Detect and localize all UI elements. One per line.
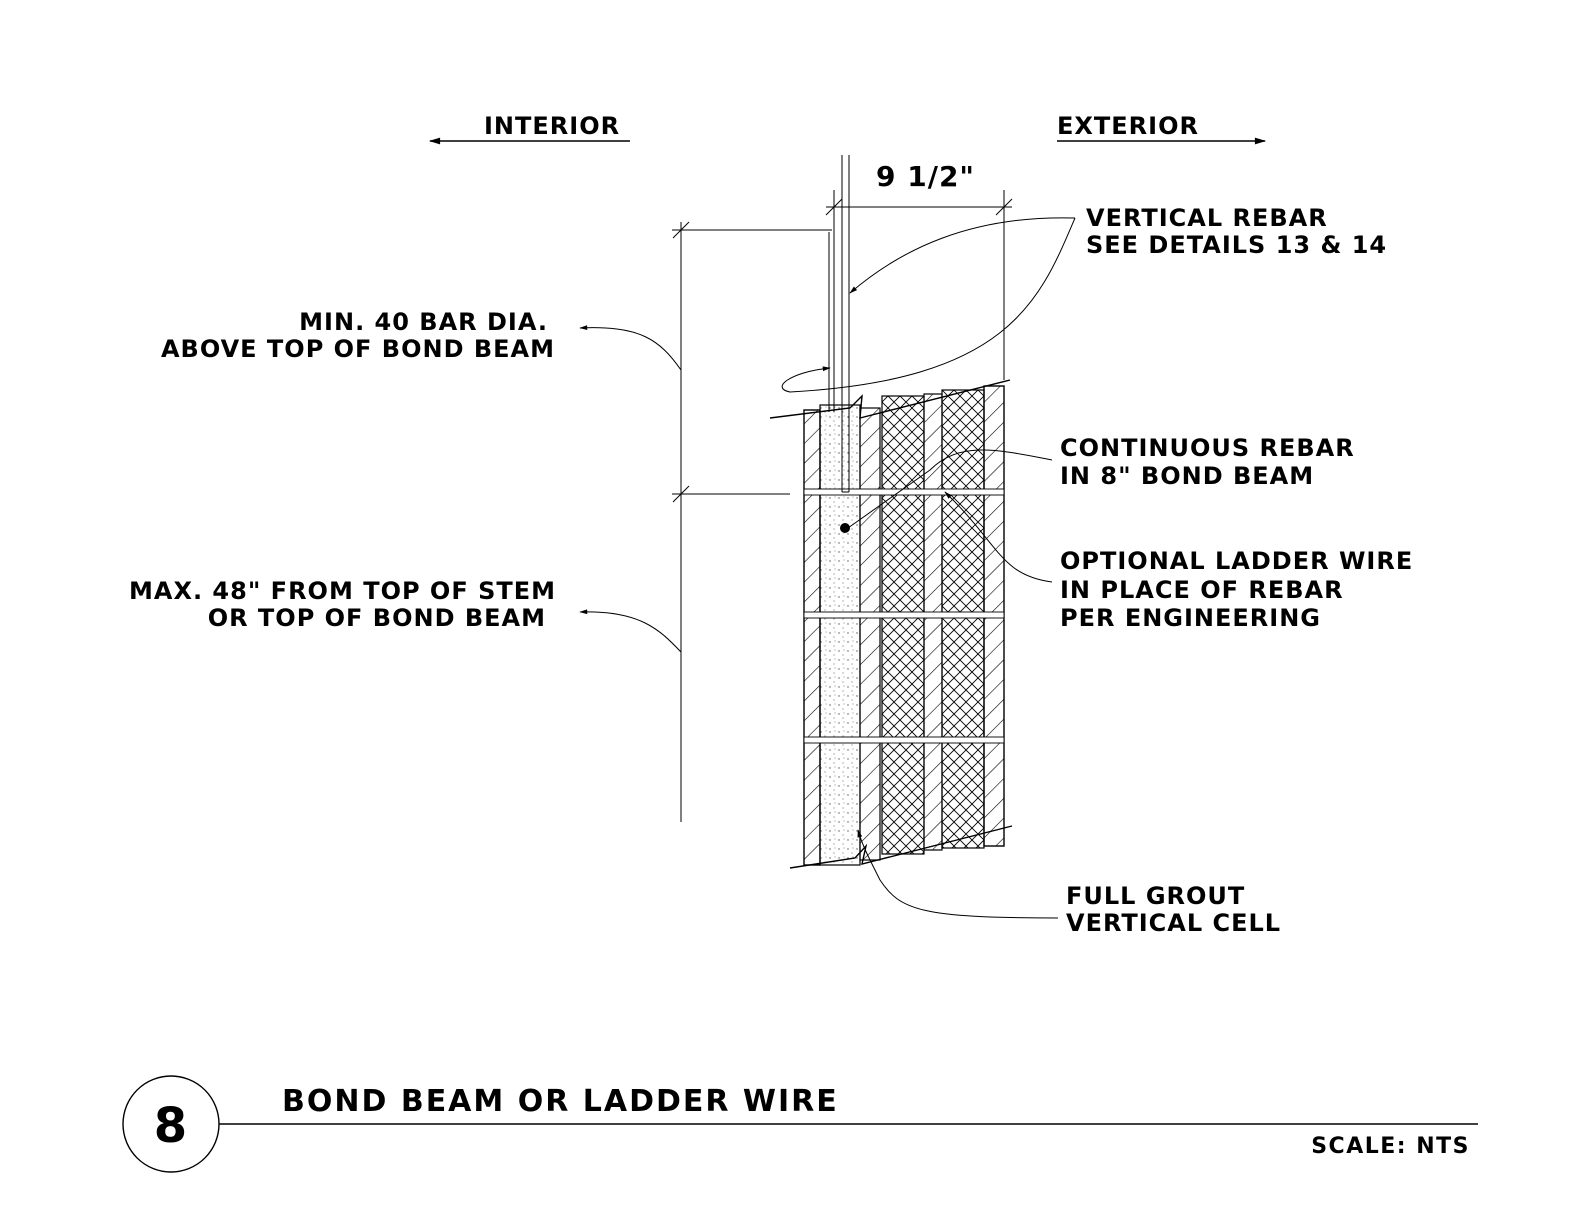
exterior-label: EXTERIOR <box>1057 112 1199 140</box>
grout-line-2: VERTICAL CELL <box>1066 909 1281 937</box>
note-continuous-rebar: CONTINUOUS REBAR IN 8" BOND BEAM <box>1060 434 1355 490</box>
max-line-2: OR TOP OF BOND BEAM <box>208 604 546 632</box>
ladder-line-1: OPTIONAL LADDER WIRE <box>1060 547 1413 575</box>
title-block: 8 BOND BEAM OR LADDER WIRE SCALE: NTS <box>122 1075 1478 1173</box>
vertical-rebar-line-1: VERTICAL REBAR <box>1086 204 1328 232</box>
wall-section <box>769 155 1013 869</box>
exterior-direction: EXTERIOR <box>1057 112 1267 145</box>
vertical-rebar-line-2: SEE DETAILS 13 & 14 <box>1086 231 1387 259</box>
grouted-cell <box>819 404 861 866</box>
interior-face-shell <box>803 409 821 866</box>
grout-line-1: FULL GROUT <box>1066 882 1245 910</box>
width-dimension-label: 9 1/2" <box>876 160 975 193</box>
detail-title: BOND BEAM OR LADDER WIRE <box>282 1084 839 1119</box>
note-max-height: MAX. 48" FROM TOP OF STEM OR TOP OF BOND… <box>129 577 556 632</box>
ladder-line-2: IN PLACE OF REBAR <box>1060 576 1344 604</box>
height-dimensions <box>672 221 832 822</box>
insulation-core-1 <box>881 395 925 855</box>
top-break-line <box>769 379 1011 419</box>
note-min-bar: MIN. 40 BAR DIA. ABOVE TOP OF BOND BEAM <box>161 308 555 363</box>
inner-web-shell <box>859 407 881 861</box>
max-line-1: MAX. 48" FROM TOP OF STEM <box>129 577 556 605</box>
insulation-core-2 <box>941 389 985 849</box>
note-ladder-wire: OPTIONAL LADDER WIRE IN PLACE OF REBAR P… <box>1060 547 1413 632</box>
continuous-line-2: IN 8" BOND BEAM <box>1060 462 1314 490</box>
width-dimension: 9 1/2" <box>825 160 1013 380</box>
min-bar-line-2: ABOVE TOP OF BOND BEAM <box>161 335 555 363</box>
continuous-rebar-dot <box>840 523 850 533</box>
detail-number: 8 <box>154 1098 188 1154</box>
interior-direction: INTERIOR <box>428 112 630 145</box>
note-vertical-rebar: VERTICAL REBAR SEE DETAILS 13 & 14 <box>1086 204 1387 259</box>
bottom-break-line <box>789 825 1013 869</box>
vertical-rebar <box>828 155 850 493</box>
web-hatch-1 <box>923 393 943 851</box>
interior-label: INTERIOR <box>484 112 620 140</box>
continuous-line-1: CONTINUOUS REBAR <box>1060 434 1355 462</box>
note-full-grout: FULL GROUT VERTICAL CELL <box>1066 882 1281 937</box>
min-bar-line-1: MIN. 40 BAR DIA. <box>299 308 548 336</box>
scale-label: SCALE: NTS <box>1311 1134 1470 1159</box>
ladder-line-3: PER ENGINEERING <box>1060 604 1321 632</box>
leader-lines <box>579 217 1076 919</box>
